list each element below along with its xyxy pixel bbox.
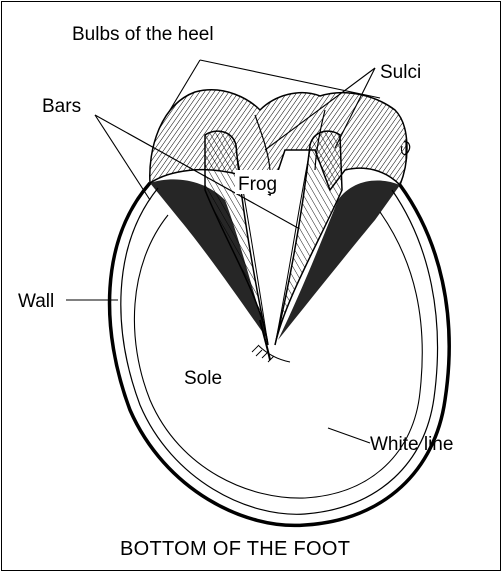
label-wall: Wall [18,291,54,312]
sole-area [252,345,290,362]
label-white-line: White line [370,434,453,455]
label-frog: Frog [238,174,277,195]
label-bars: Bars [42,96,81,117]
label-bulbs-of-the-heel: Bulbs of the heel [72,24,214,45]
leader-bars-left [95,115,150,200]
hoof-wall [110,183,450,525]
diagram-caption: BOTTOM OF THE FOOT [120,538,350,560]
label-sole: Sole [184,368,222,389]
leader-white-line [328,428,370,443]
bars [150,179,400,340]
white-line [134,212,422,498]
label-sulci: Sulci [380,62,421,83]
